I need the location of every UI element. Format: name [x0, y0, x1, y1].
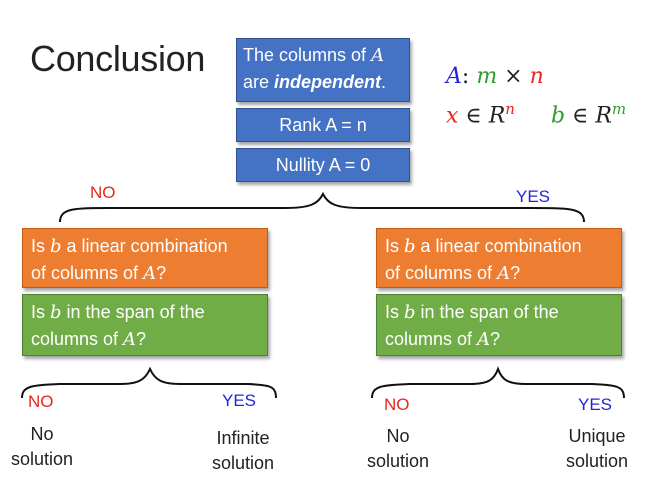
left-yes-label: YES — [222, 391, 257, 410]
outcome-right-yes: Unique solution — [565, 426, 629, 471]
left-brace — [21, 366, 277, 399]
rank-box: Rank A = n — [236, 108, 410, 142]
page-title: Conclusion — [30, 38, 206, 79]
left-linear-combination-question: Is b a linear combination of columns of … — [22, 228, 268, 288]
independent-columns-box: The columns of A are independent. — [236, 38, 410, 102]
matrix-dimension-notation: A: m × n — [446, 64, 544, 89]
outcome-left-yes: Infinite solution — [211, 428, 275, 473]
branch-yes-label: YES — [516, 187, 551, 206]
right-brace — [371, 366, 625, 399]
left-no-label: NO — [28, 392, 54, 411]
nullity-box: Nullity A = 0 — [236, 148, 410, 182]
outcome-left-no: No solution — [10, 424, 74, 469]
independent-line-2: are independent. — [243, 72, 387, 92]
left-span-question: Is b in the span of the columns of A? — [22, 294, 268, 356]
right-linear-combination-question: Is b a linear combination of columns of … — [376, 228, 622, 288]
right-yes-label: YES — [578, 395, 613, 414]
vector-space-notation: x ∈ Rn b ∈ Rm — [446, 100, 627, 129]
outcome-right-no: No solution — [366, 426, 430, 471]
independent-line-1: The columns of A — [243, 45, 385, 66]
right-no-label: NO — [384, 395, 410, 414]
top-brace — [59, 191, 585, 223]
right-span-question: Is b in the span of the columns of A? — [376, 294, 622, 356]
branch-no-label: NO — [90, 183, 116, 202]
